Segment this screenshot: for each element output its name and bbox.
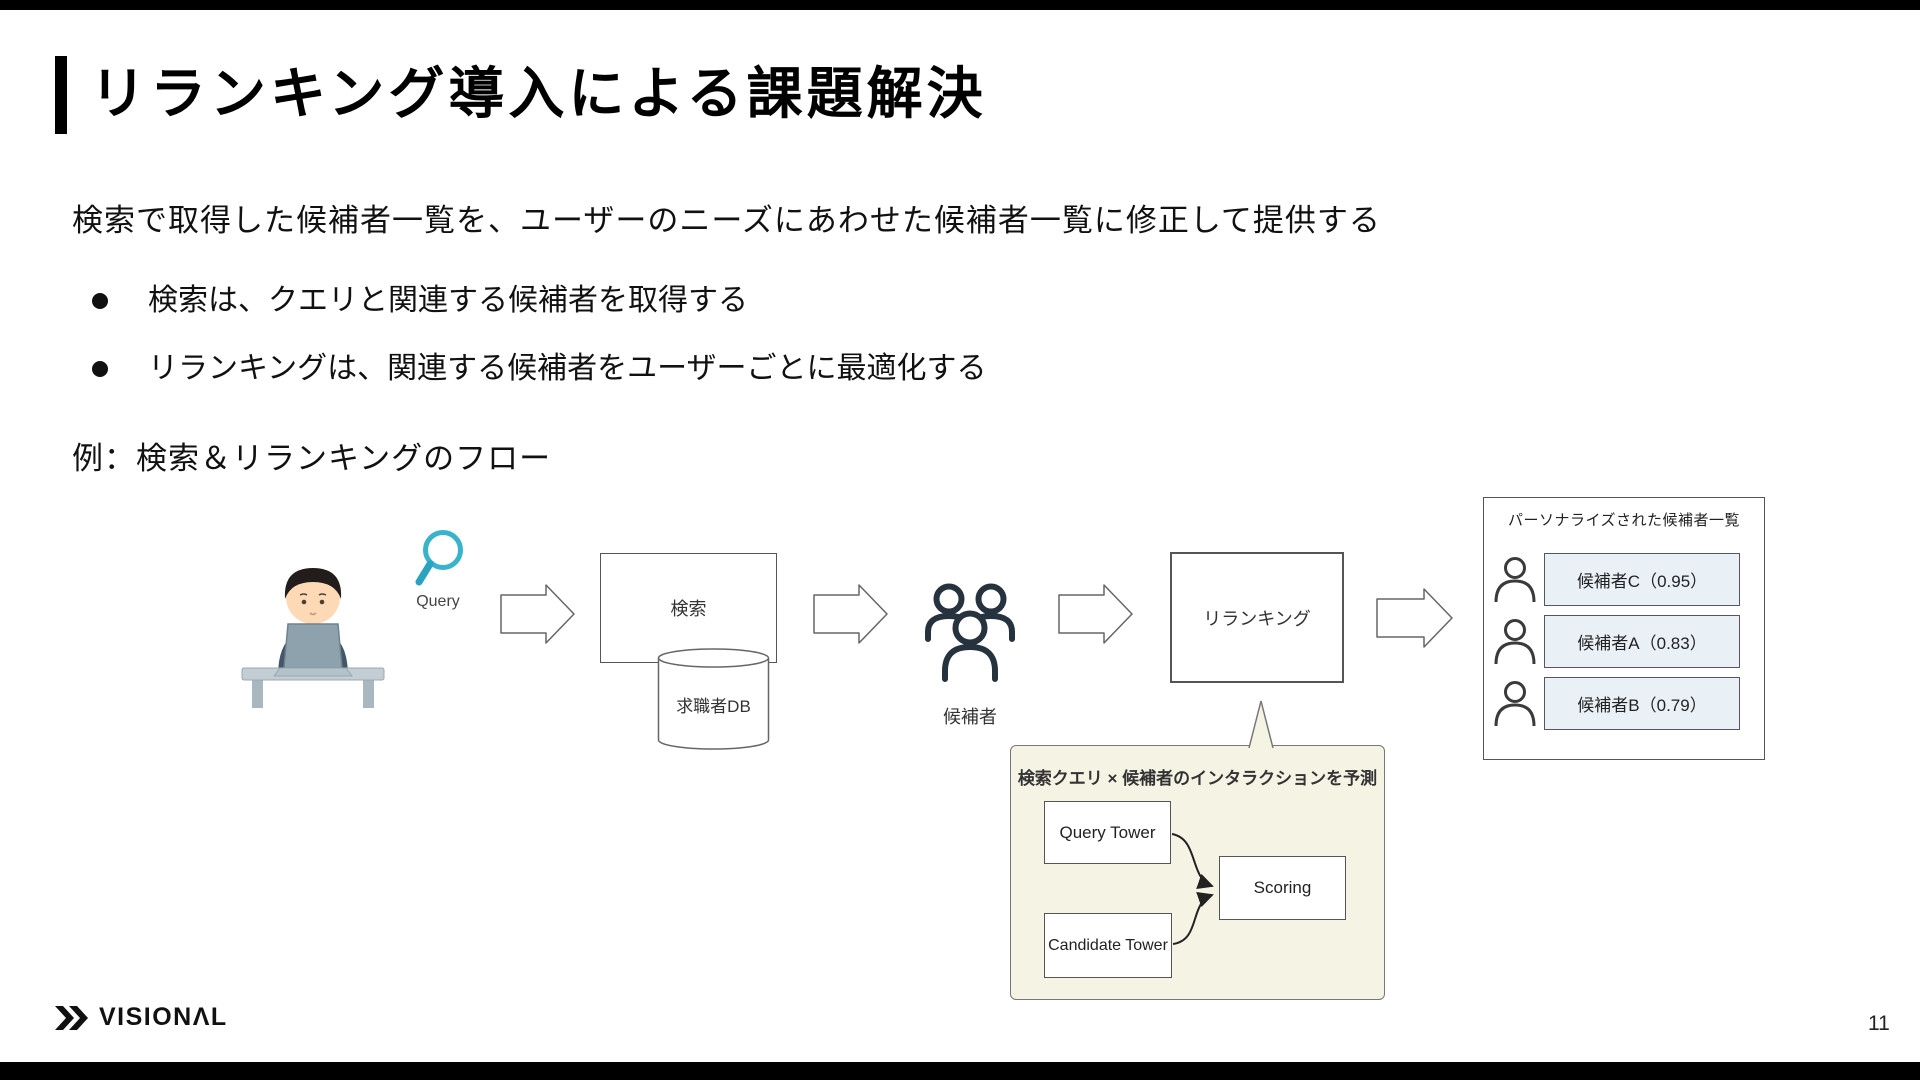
- bullet-item: 検索は、クエリと関連する候補者を取得する: [92, 283, 748, 319]
- rerank-step-label: リランキング: [1203, 608, 1311, 629]
- block-arrow-icon: [1058, 584, 1133, 644]
- query-tower-box: Query Tower: [1044, 801, 1171, 864]
- flow-diagram: Query 検索 求職者DB: [0, 470, 1920, 1030]
- result-row: 候補者B（0.79）: [1484, 677, 1764, 730]
- bullet-dot-icon: [92, 361, 108, 377]
- example-label: 例：検索＆リランキングのフロー: [72, 441, 552, 476]
- candidates-label: 候補者: [943, 707, 997, 727]
- lead-text: 検索で取得した候補者一覧を、ユーザーのニーズにあわせた候補者一覧に修正して提供す…: [72, 203, 1381, 238]
- logo-text: VISIONΛL: [99, 1003, 228, 1031]
- result-row: 候補者A（0.83）: [1484, 615, 1764, 668]
- person-icon: [1494, 681, 1536, 727]
- candidate-chip: 候補者C（0.95）: [1544, 553, 1740, 606]
- bottom-border-bar: [0, 1062, 1920, 1080]
- search-step-box: 検索: [600, 553, 777, 663]
- double-chevron-icon: [55, 1005, 88, 1030]
- candidate-chip: 候補者B（0.79）: [1544, 677, 1740, 730]
- bullet-text: 検索は、クエリと関連する候補者を取得する: [148, 284, 748, 317]
- database-cylinder-icon: [657, 648, 770, 750]
- visional-logo: VISIONΛL: [55, 1003, 228, 1032]
- database-label: 求職者DB: [676, 697, 751, 716]
- block-arrow-icon: [813, 584, 888, 644]
- people-group-icon: [925, 583, 1015, 682]
- result-row: 候補者C（0.95）: [1484, 553, 1764, 606]
- bullet-text: リランキングは、関連する候補者をユーザーごとに最適化する: [148, 352, 987, 385]
- callout-title: 検索クエリ × 候補者のインタラクションを予測: [1017, 769, 1378, 788]
- person-icon: [1494, 619, 1536, 665]
- search-icon: [415, 530, 463, 586]
- page-number: 11: [1868, 1012, 1890, 1035]
- bullet-item: リランキングは、関連する候補者をユーザーごとに最適化する: [92, 351, 987, 387]
- top-border-bar: [0, 0, 1920, 10]
- candidate-tower-box: Candidate Tower: [1044, 913, 1172, 978]
- person-icon: [1494, 557, 1536, 603]
- result-panel: パーソナライズされた候補者一覧 候補者C（0.95） 候補: [1483, 497, 1765, 760]
- candidate-chip: 候補者A（0.83）: [1544, 615, 1740, 668]
- scoring-box: Scoring: [1219, 856, 1346, 920]
- result-panel-title: パーソナライズされた候補者一覧: [1507, 512, 1741, 529]
- bullet-dot-icon: [92, 293, 108, 309]
- slide-title: リランキング導入による課題解決: [90, 62, 987, 125]
- block-arrow-icon: [500, 584, 575, 644]
- block-arrow-icon: [1376, 588, 1453, 648]
- rerank-step-box: リランキング: [1170, 552, 1344, 683]
- user-at-laptop-illustration: [241, 568, 385, 708]
- title-accent-bar: [55, 56, 67, 134]
- callout-pointer-icon: [1248, 700, 1274, 749]
- query-label: Query: [416, 593, 460, 610]
- rerank-callout: 検索クエリ × 候補者のインタラクションを予測 Query Tower Scor…: [1010, 745, 1385, 1000]
- search-step-label: 検索: [670, 599, 707, 619]
